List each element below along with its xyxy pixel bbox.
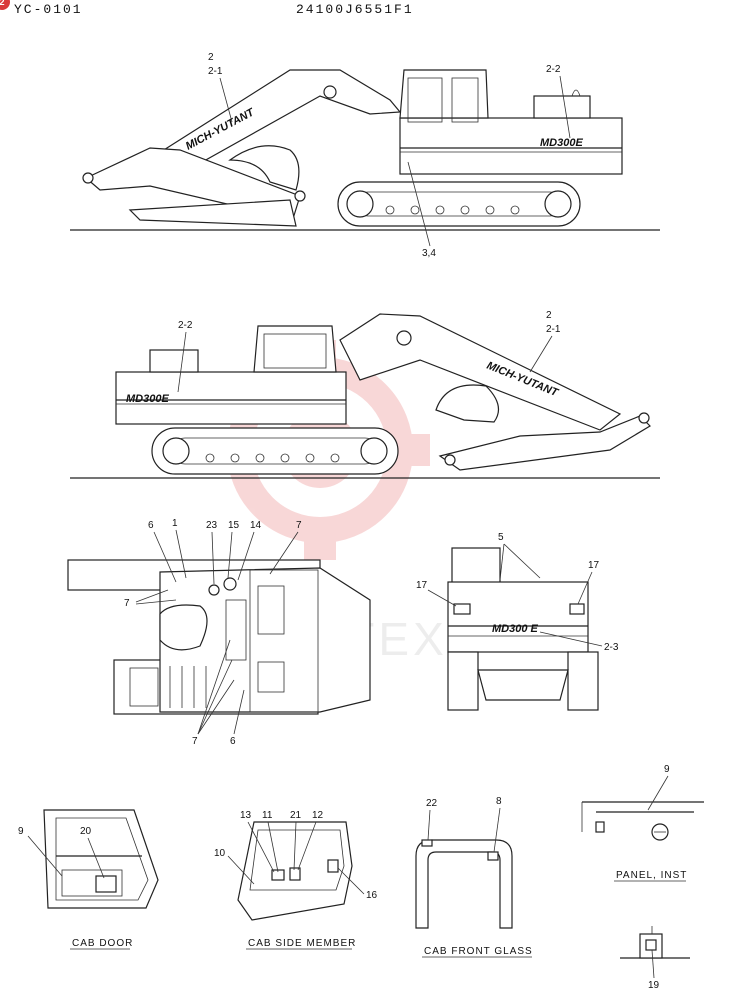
svg-text:9: 9 <box>664 764 670 775</box>
upper-body <box>399 117 623 175</box>
bucket-cylinder <box>128 199 297 227</box>
callouts-cab-front-glass: 22 8 <box>426 796 502 853</box>
crawler-track <box>337 181 581 227</box>
svg-text:20: 20 <box>80 826 92 837</box>
page-badge: 2 <box>0 0 10 10</box>
rear-view: MD300 E 5 17 17 2-3 <box>416 532 619 711</box>
engine-hood <box>533 95 591 119</box>
model-label-left: MD300E <box>126 393 169 405</box>
side-view-left: MD300E MICH-YUTANT 2-2 2 2-1 <box>70 310 660 479</box>
detail-cab-door: 9 20 CAB DOOR <box>18 809 159 950</box>
bucket <box>228 145 300 191</box>
svg-text:6: 6 <box>148 520 154 531</box>
svg-text:9: 9 <box>18 826 24 837</box>
detail-cab-front-glass: 22 8 CAB FRONT GLASS <box>415 796 533 958</box>
operator-cab-left <box>253 325 337 373</box>
crawler-track-left <box>151 427 399 475</box>
model-label-right: MD300E <box>540 137 583 149</box>
svg-text:3,4: 3,4 <box>422 248 436 259</box>
svg-text:1: 1 <box>172 518 178 529</box>
cab-front-glass-title: CAB FRONT GLASS <box>424 946 533 957</box>
part-number: 24100J6551F1 <box>296 2 414 17</box>
detail-item-19: 19 <box>620 926 690 991</box>
svg-text:22: 22 <box>426 798 438 809</box>
callouts-rear-view: 5 17 17 2-3 <box>416 532 619 653</box>
svg-text:2-2: 2-2 <box>178 320 193 331</box>
svg-text:13: 13 <box>240 810 252 821</box>
callouts-item-19: 19 <box>648 949 660 991</box>
callouts-cab-side-member: 13 11 21 12 10 16 <box>214 810 378 901</box>
svg-text:15: 15 <box>228 520 240 531</box>
svg-text:14: 14 <box>250 520 262 531</box>
boom-left <box>339 313 622 431</box>
rear-model-label: MD300 E <box>492 623 539 635</box>
callouts-side-left: 2-2 2 2-1 <box>177 310 561 393</box>
svg-text:6: 6 <box>230 736 236 747</box>
boom <box>147 69 402 181</box>
svg-text:19: 19 <box>648 980 660 991</box>
panel-inst-title: PANEL, INST <box>616 870 687 881</box>
svg-text:2-1: 2-1 <box>546 324 561 335</box>
cab-door-title: CAB DOOR <box>72 938 133 949</box>
rear-track-left <box>447 651 479 711</box>
callouts-side-right: 2 2-1 2-2 3,4 <box>208 52 571 259</box>
svg-text:11: 11 <box>262 810 273 821</box>
svg-text:5: 5 <box>498 532 504 543</box>
cab-side-member-title: CAB SIDE MEMBER <box>248 938 356 949</box>
rear-cab <box>451 547 501 585</box>
operator-cab <box>399 69 489 119</box>
rear-track-right <box>567 651 599 711</box>
svg-text:2: 2 <box>546 310 552 321</box>
engine-hood-left <box>149 349 199 373</box>
svg-text:8: 8 <box>496 796 502 807</box>
arm-left <box>438 415 651 471</box>
rear-body <box>447 581 589 653</box>
callouts-panel-inst: 9 <box>647 764 670 811</box>
callouts-top-view: 6 1 23 15 14 7 7 7 6 <box>124 518 302 747</box>
upper-body-left <box>115 371 347 425</box>
svg-text:2: 2 <box>208 52 214 63</box>
side-view-right: MD300E MICH-YUTANT 2 2-1 2-2 3,4 <box>70 52 660 259</box>
drawing-code: YC-0101 <box>14 2 83 17</box>
svg-text:2-2: 2-2 <box>546 64 561 75</box>
svg-text:12: 12 <box>312 810 324 821</box>
callouts-cab-door: 9 20 <box>18 826 105 879</box>
detail-cab-side-member: 13 11 21 12 10 16 CAB SIDE MEMBER <box>214 810 378 950</box>
svg-text:7: 7 <box>296 520 302 531</box>
svg-text:10: 10 <box>214 848 226 859</box>
bucket-left <box>435 384 500 423</box>
svg-text:21: 21 <box>290 810 302 821</box>
svg-text:23: 23 <box>206 520 218 531</box>
top-view: 6 1 23 15 14 7 7 7 6 <box>67 518 371 747</box>
svg-text:16: 16 <box>366 890 378 901</box>
svg-text:2-3: 2-3 <box>604 642 619 653</box>
revolving-frame <box>159 567 371 713</box>
svg-text:7: 7 <box>192 736 198 747</box>
svg-text:7: 7 <box>124 598 130 609</box>
detail-panel-inst: 9 PANEL, INST <box>581 764 704 882</box>
svg-text:17: 17 <box>416 580 428 591</box>
svg-text:17: 17 <box>588 560 600 571</box>
svg-text:2-1: 2-1 <box>208 66 223 77</box>
